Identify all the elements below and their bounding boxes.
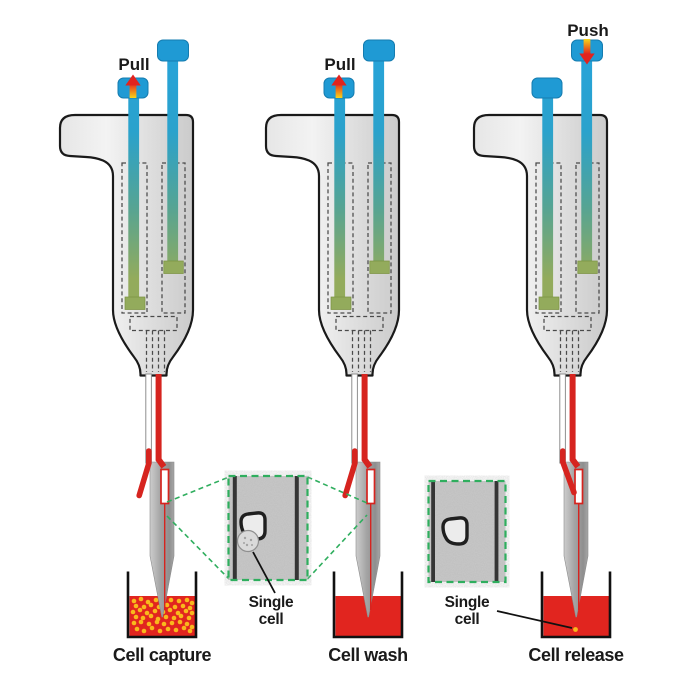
cell-dot xyxy=(173,627,179,633)
cell-dot xyxy=(167,607,173,613)
zoom-connector-lines xyxy=(166,476,368,580)
channel-wall xyxy=(294,476,299,580)
single-cell-label-1-line2: cell xyxy=(259,611,284,628)
cell-dot xyxy=(133,603,139,609)
caption-cell-wash: Cell wash xyxy=(328,645,407,665)
cell-dot xyxy=(154,619,160,625)
panel-cell-wash: Pull Cell wash xyxy=(266,40,408,665)
caption-cell-capture: Cell capture xyxy=(113,645,212,665)
channel-wall xyxy=(494,481,499,582)
cell-dot xyxy=(157,628,163,634)
cell-dot xyxy=(152,608,158,614)
cell-dot xyxy=(146,621,152,627)
release-needle xyxy=(563,461,589,618)
cell-dot xyxy=(169,620,175,626)
cell-dot xyxy=(133,614,139,620)
wash-waste-tube xyxy=(342,448,358,499)
single-cell-pointer-1 xyxy=(252,551,276,594)
release-pipette-body xyxy=(474,40,607,467)
wash-needle xyxy=(355,461,381,618)
cell-dot xyxy=(187,605,193,611)
cell-dot xyxy=(141,628,147,634)
cell-dot xyxy=(165,626,171,632)
cell-dot xyxy=(183,608,189,614)
cell-dot xyxy=(131,598,137,604)
cell-dot xyxy=(141,604,147,610)
cell-dot xyxy=(145,599,151,605)
pull-arrow-icon xyxy=(331,74,347,98)
cell-dot xyxy=(181,625,187,631)
cell-dot xyxy=(131,620,137,626)
inset-border xyxy=(427,479,507,584)
cell-dot xyxy=(144,610,150,616)
cell-dot xyxy=(184,597,190,603)
release-waste-tube xyxy=(560,448,577,496)
cell-dot xyxy=(187,628,193,634)
panel-cell-release: Push Cell release xyxy=(474,21,624,665)
cell-dot xyxy=(161,621,167,627)
inset-trapped-cell xyxy=(227,474,309,582)
cell-dot xyxy=(189,610,195,616)
pull-label-1: Pull xyxy=(118,55,149,74)
single-cell-label-2-line2: cell xyxy=(455,611,480,628)
cell-dot xyxy=(137,607,143,613)
cell-dot xyxy=(180,603,186,609)
inset-empty-channel xyxy=(427,479,507,584)
pull-arrow-icon xyxy=(125,74,141,98)
push-arrow-icon xyxy=(579,39,595,65)
trap-hook xyxy=(441,516,469,546)
panel-cell-capture: Pull Cell capture xyxy=(60,40,212,665)
trapped-cell xyxy=(236,529,260,553)
push-label: Push xyxy=(567,21,609,40)
wash-pipette-body xyxy=(266,40,399,467)
cell-dot xyxy=(177,619,183,625)
single-cell-label-1-line1: Single xyxy=(249,594,294,611)
capture-pipette-body xyxy=(60,40,193,467)
cell-dot xyxy=(130,609,136,615)
single-cell-label-2-line1: Single xyxy=(445,594,490,611)
cell-dot xyxy=(148,613,154,619)
cell-dot xyxy=(189,600,195,606)
cell-dot xyxy=(171,615,177,621)
channel-wall xyxy=(232,476,237,580)
pull-label-2: Pull xyxy=(324,55,355,74)
cell-dot xyxy=(184,621,190,627)
release-cell-dot-group xyxy=(573,627,578,632)
capture-waste-tube xyxy=(136,448,152,499)
cell-dot xyxy=(164,602,170,608)
cell-dot xyxy=(172,604,178,610)
cell-dot xyxy=(176,598,182,604)
cell-dot xyxy=(140,615,146,621)
cell-dot xyxy=(148,602,154,608)
cell-dot xyxy=(153,597,159,603)
cell-dot xyxy=(138,596,144,602)
cell-dot xyxy=(134,626,140,632)
cell-dot xyxy=(175,610,181,616)
caption-cell-release: Cell release xyxy=(528,645,624,665)
cell-dot xyxy=(178,613,184,619)
cell-dot xyxy=(189,624,195,630)
cell-dot xyxy=(149,625,155,631)
cell-dot xyxy=(138,619,144,625)
cell-dot xyxy=(168,597,174,603)
cell-dot xyxy=(186,615,192,621)
capture-needle xyxy=(149,461,175,618)
channel-wall xyxy=(431,481,435,582)
cell-dot xyxy=(573,627,578,632)
single-cell-pointer-2 xyxy=(496,610,573,629)
cell-dot xyxy=(163,614,169,620)
